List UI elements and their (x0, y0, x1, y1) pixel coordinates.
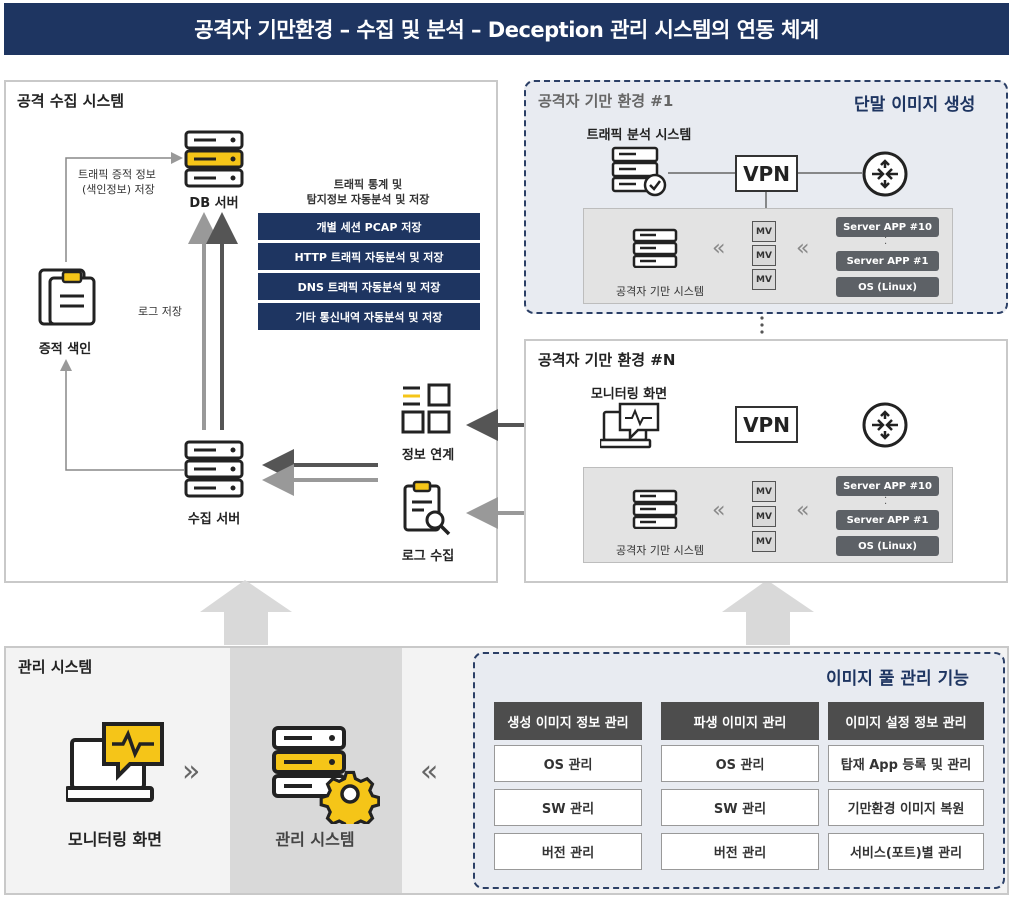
envN-deception-server-icon (632, 489, 678, 533)
envN-app-10: Server APP #10 (836, 476, 939, 496)
env1-app-10: Server APP #10 (836, 217, 939, 237)
env1-title: 공격자 기만 환경 #1 (538, 92, 674, 110)
pool-column-head-2: 파생 이미지 관리 (661, 702, 819, 740)
envN-vpn: VPN (735, 406, 798, 443)
server-icon (182, 440, 246, 502)
log-store-label: 로그 저장 (138, 305, 182, 318)
mgmt-chevron-left-icon: « (420, 754, 439, 789)
pool-cell-2-1: OS 관리 (661, 745, 819, 782)
db-server-icon (182, 130, 246, 192)
envN-chevron-left-icon: « (712, 498, 726, 523)
envN-app-dots: ·· (884, 493, 888, 510)
pool-cell-1-3: 버전 관리 (494, 833, 642, 870)
mgmt-monitor-label: 모니터링 화면 (68, 830, 162, 849)
env1-mv-3: MV (752, 269, 776, 290)
envN-monitor-label: 모니터링 화면 (590, 387, 668, 402)
traffic-server-icon (610, 146, 670, 202)
image-pool-title: 이미지 풀 관리 기능 (826, 669, 969, 689)
search-doc-icon (402, 480, 454, 542)
stats-title-2: 탐지정보 자동분석 및 저장 (306, 193, 430, 206)
envN-app-1: Server APP #1 (836, 510, 939, 530)
env1-mv-2: MV (752, 245, 776, 266)
envN-mv-1: MV (752, 481, 776, 502)
envN-mv-2: MV (752, 506, 776, 527)
evidence-index-label: 증적 색인 (38, 342, 92, 357)
mgmt-chevron-right-icon: » (182, 754, 201, 789)
collect-server-label: 수집 서버 (187, 512, 241, 527)
envN-chevron-right-icon: « (796, 498, 810, 523)
env1-badge: 단말 이미지 생성 (854, 95, 976, 115)
envN-monitor-icon (598, 402, 662, 454)
db-server-label: DB 서버 (189, 196, 239, 211)
gear-icon (270, 724, 381, 832)
pool-cell-3-3: 서비스(포트)별 관리 (828, 833, 984, 870)
env1-vpn: VPN (735, 155, 798, 192)
info-link-label: 정보 연계 (401, 448, 455, 463)
collection-title: 공격 수집 시스템 (17, 92, 125, 110)
pool-cell-1-1: OS 관리 (494, 745, 642, 782)
pool-cell-2-3: 버전 관리 (661, 833, 819, 870)
env1-app-dots: ·· (884, 233, 888, 250)
log-collect-label: 로그 수집 (401, 549, 455, 564)
env1-deception-label: 공격자 기만 시스템 (616, 285, 704, 298)
pool-column-head-1: 생성 이미지 정보 관리 (494, 702, 642, 740)
pool-cell-1-2: SW 관리 (494, 789, 642, 826)
pool-cell-3-2: 기만환경 이미지 복원 (828, 789, 984, 826)
mgmt-monitor-icon (64, 722, 166, 808)
mgmt-system-label: 관리 시스템 (275, 830, 355, 849)
stats-item-http: HTTP 트래픽 자동분석 및 저장 (258, 243, 480, 270)
env1-mv-1: MV (752, 221, 776, 242)
pool-column-head-3: 이미지 설정 정보 관리 (828, 702, 984, 740)
envN-title: 공격자 기만 환경 #N (538, 351, 676, 369)
env1-chevron-left-icon: « (712, 236, 726, 261)
pool-cell-3-1: 탑재 App 등록 및 관리 (828, 745, 984, 782)
trace-note-2: (색인정보) 저장 (82, 183, 155, 196)
env1-chevron-right-icon: « (796, 236, 810, 261)
envN-app-os: OS (Linux) (836, 536, 939, 556)
trace-note-1: 트래픽 증적 정보 (78, 168, 156, 181)
env1-app-os: OS (Linux) (836, 277, 939, 297)
stats-item-pcap: 개별 세션 PCAP 저장 (258, 213, 480, 240)
grid-icon (400, 383, 454, 439)
envN-mv-3: MV (752, 531, 776, 552)
envN-deception-label: 공격자 기만 시스템 (616, 544, 704, 557)
stats-item-dns: DNS 트래픽 자동분석 및 저장 (258, 273, 480, 300)
stats-item-etc: 기타 통신내역 자동분석 및 저장 (258, 303, 480, 330)
page-title: 공격자 기만환경 – 수집 및 분석 – Deception 관리 시스템의 연… (4, 3, 1009, 55)
pool-cell-2-2: SW 관리 (661, 789, 819, 826)
env1-deception-server-icon (632, 228, 678, 272)
router-icon (861, 150, 909, 202)
envN-router-icon (861, 401, 909, 453)
env1-app-1: Server APP #1 (836, 251, 939, 271)
stats-title-1: 트래픽 통계 및 (333, 178, 403, 191)
mgmt-title: 관리 시스템 (18, 658, 93, 676)
traffic-system-label: 트래픽 분석 시스템 (586, 128, 692, 143)
clipboard-icon (36, 262, 100, 332)
